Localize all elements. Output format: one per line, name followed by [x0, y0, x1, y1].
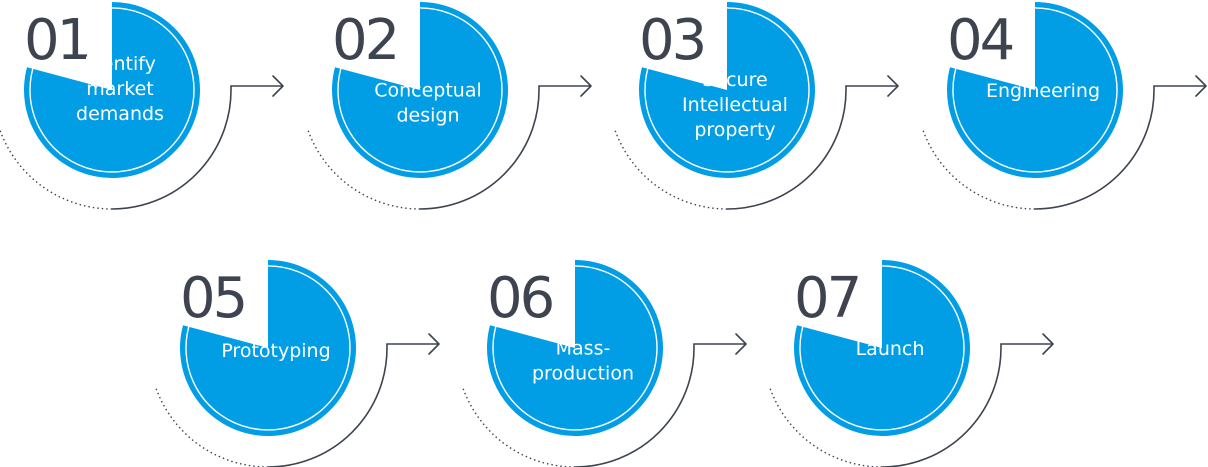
step-outer-arc [574, 343, 746, 467]
step-outer-arc [419, 85, 591, 210]
step-label-line: demands [76, 103, 164, 125]
step-badge-shape [23, 2, 200, 178]
step-label-line: market [86, 78, 153, 100]
step-label-line: design [396, 105, 459, 127]
arrow-right-icon [1195, 75, 1207, 97]
step-badge-shape [331, 2, 508, 178]
arrow-right-icon [428, 333, 440, 355]
step-label-line: Mass- [556, 338, 611, 360]
step-badge-shape [638, 2, 815, 178]
step-inner-ring [799, 265, 965, 431]
step-inner-ring [492, 265, 658, 431]
step-dotted-arc [307, 130, 421, 210]
step-label-line: Launch [856, 338, 925, 360]
arrow-right-icon [887, 75, 899, 97]
step-badge-shape [486, 260, 663, 437]
arrow-right-icon [1042, 333, 1054, 355]
step-badge-shape [793, 260, 970, 437]
step-dotted-arc [614, 130, 728, 210]
step-inner-ring [952, 7, 1118, 173]
step-label-line: Conceptual [374, 80, 482, 102]
step-number: 07 [794, 266, 859, 331]
step-outer-arc [726, 85, 898, 210]
step-dotted-arc [462, 388, 576, 467]
step-label-line: Prototyping [221, 340, 330, 362]
step-number: 03 [639, 8, 704, 73]
step-dotted-arc [922, 130, 1036, 210]
step-dotted-arc [769, 388, 883, 467]
step-label-line: Intellectual [682, 94, 788, 116]
step-dotted-arc [155, 388, 269, 467]
step-inner-ring [337, 7, 503, 173]
step-number: 06 [487, 266, 553, 331]
step-outer-arc [267, 343, 439, 467]
step-dotted-arc [0, 130, 113, 210]
step-inner-ring [29, 7, 195, 173]
step-label-line: Identify [84, 53, 156, 75]
step-inner-ring [644, 7, 810, 173]
step-badge-shape [179, 260, 356, 436]
step-outer-arc [1034, 85, 1206, 210]
step-outer-arc [881, 343, 1053, 467]
step-number: 02 [332, 8, 397, 73]
arrow-right-icon [272, 75, 284, 97]
arrow-right-icon [580, 75, 592, 97]
step-number: 04 [947, 8, 1013, 73]
step-label-line: property [694, 119, 775, 141]
step-number: 01 [24, 8, 89, 73]
step-badge-shape [946, 2, 1123, 178]
step-label-line: Engineering [986, 80, 1100, 102]
step-label-line: production [532, 363, 634, 385]
step-number: 05 [180, 266, 245, 331]
arrow-right-icon [735, 333, 747, 355]
step-outer-arc [111, 85, 283, 210]
step-label-line: Secure [702, 69, 767, 91]
step-inner-ring [185, 265, 351, 431]
